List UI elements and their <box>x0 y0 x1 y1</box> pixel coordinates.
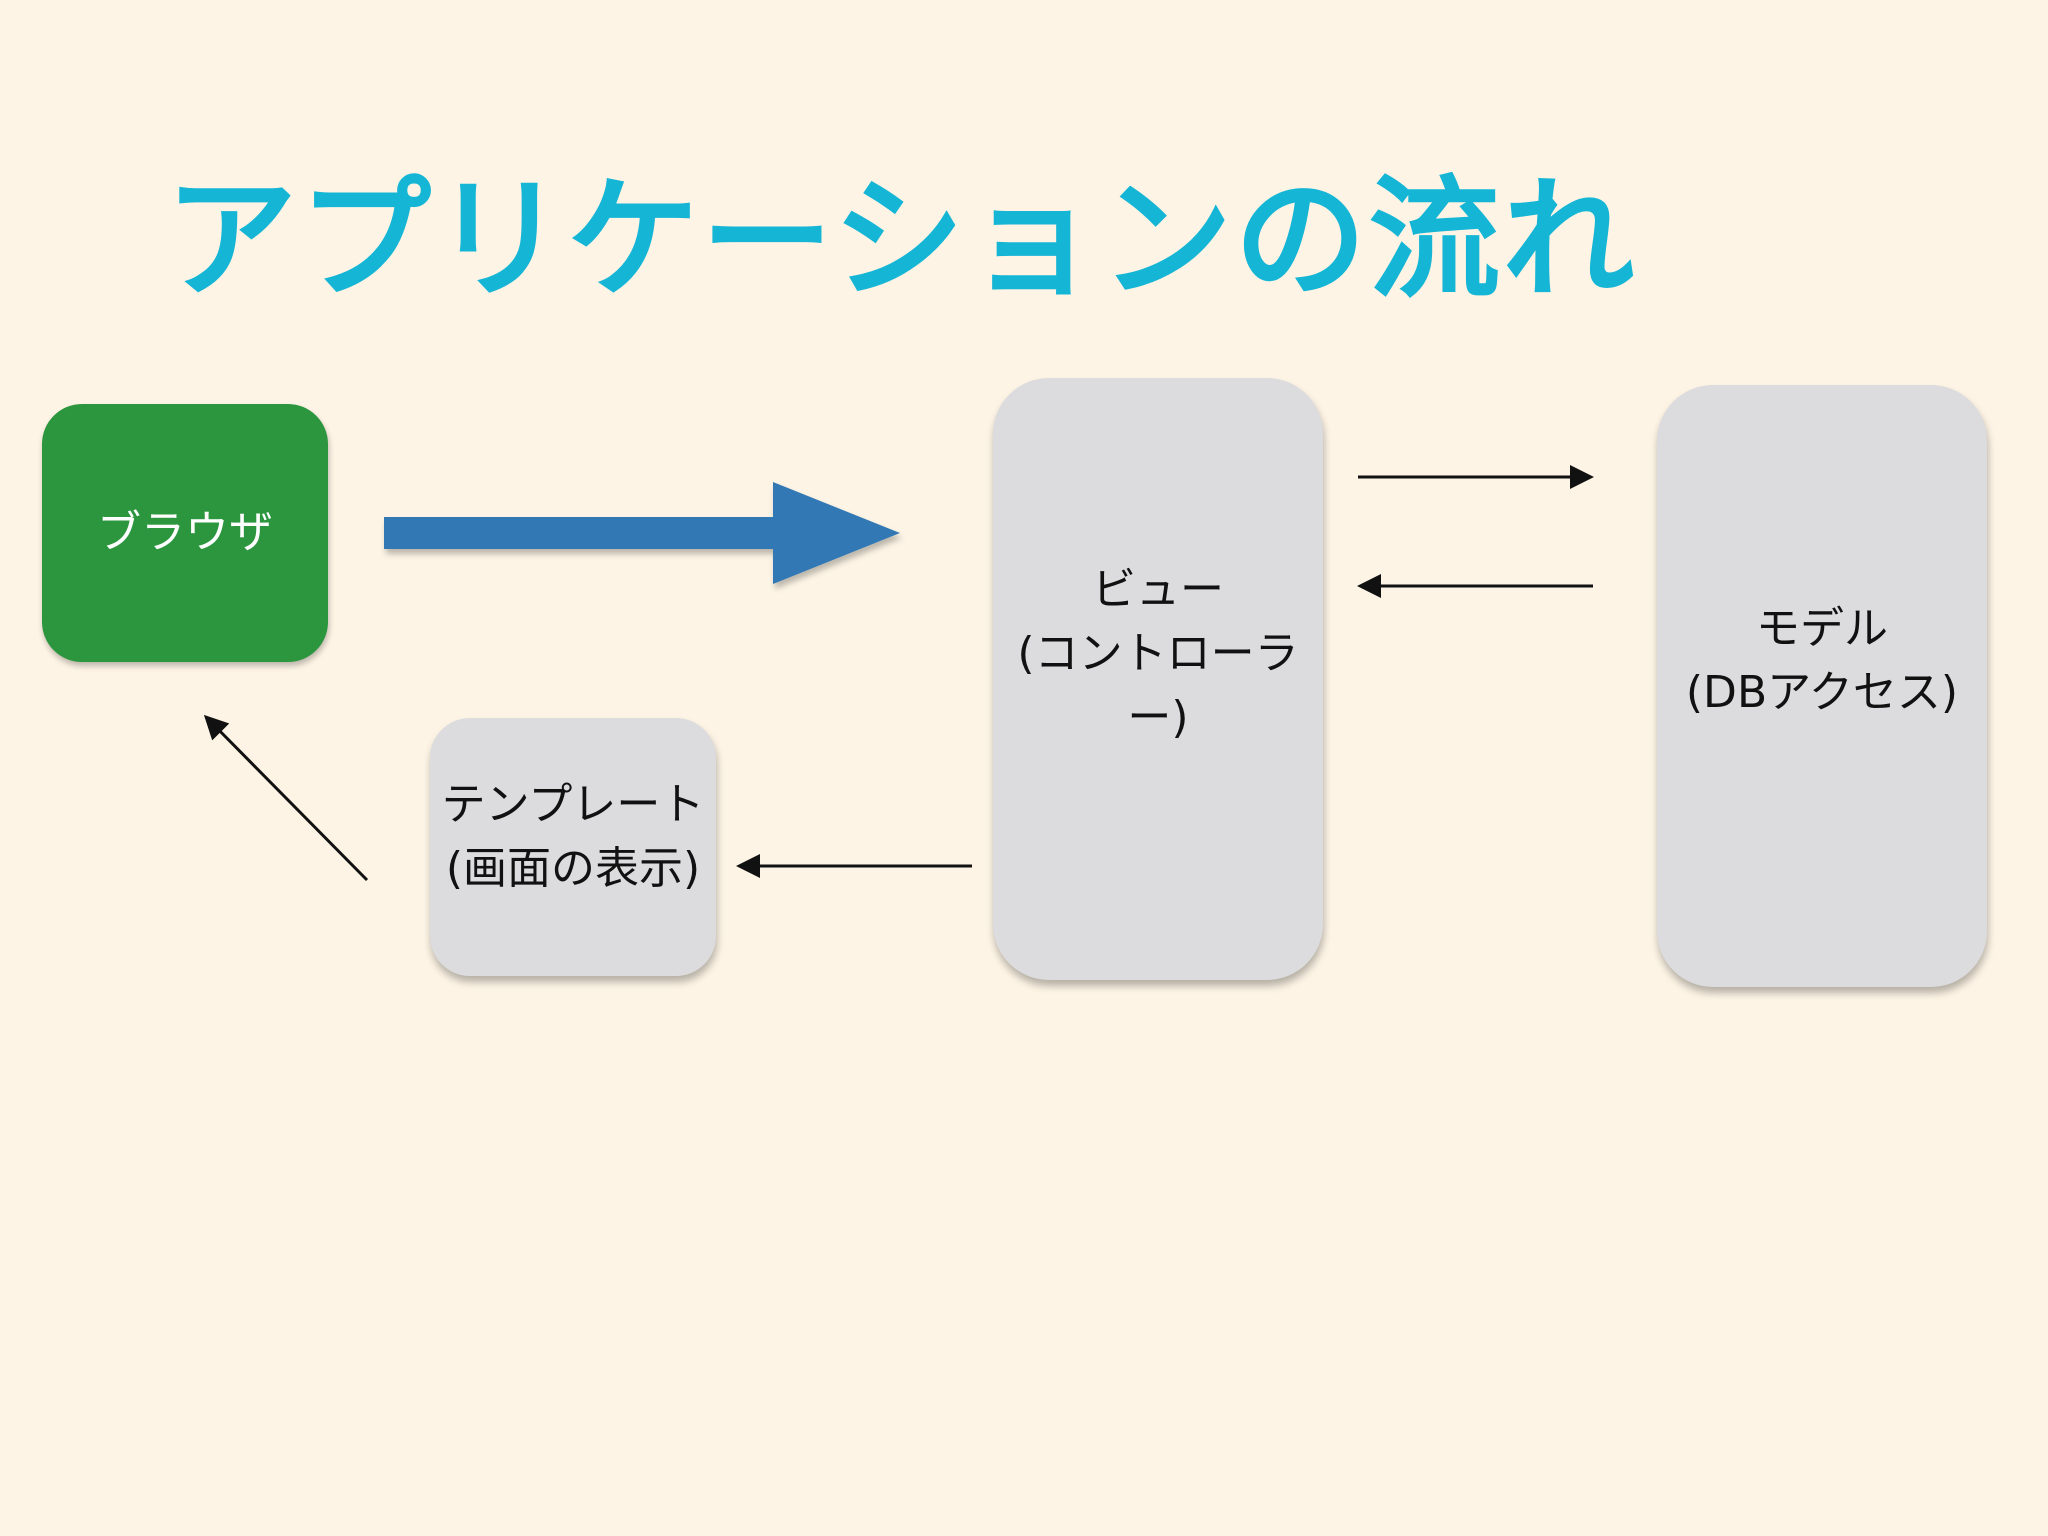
template-node-label: テンプレート (画面の表示) <box>441 779 705 894</box>
browser-node: ブラウザ <box>42 404 328 662</box>
view-controller-node: ビュー (コントローラー) <box>993 378 1323 980</box>
model-node-label: モデル (DBアクセス) <box>1685 603 1959 718</box>
browser-to-view-arrow <box>384 482 900 584</box>
model-node: モデル (DBアクセス) <box>1657 385 1987 987</box>
browser-node-label: ブラウザ <box>97 507 273 559</box>
view-controller-node-label: ビュー (コントローラー) <box>1017 564 1299 743</box>
slide-title: アプリケーションの流れ <box>165 163 1637 317</box>
template-node: テンプレート (画面の表示) <box>430 718 716 976</box>
template-to-browser-arrow <box>203 714 369 882</box>
